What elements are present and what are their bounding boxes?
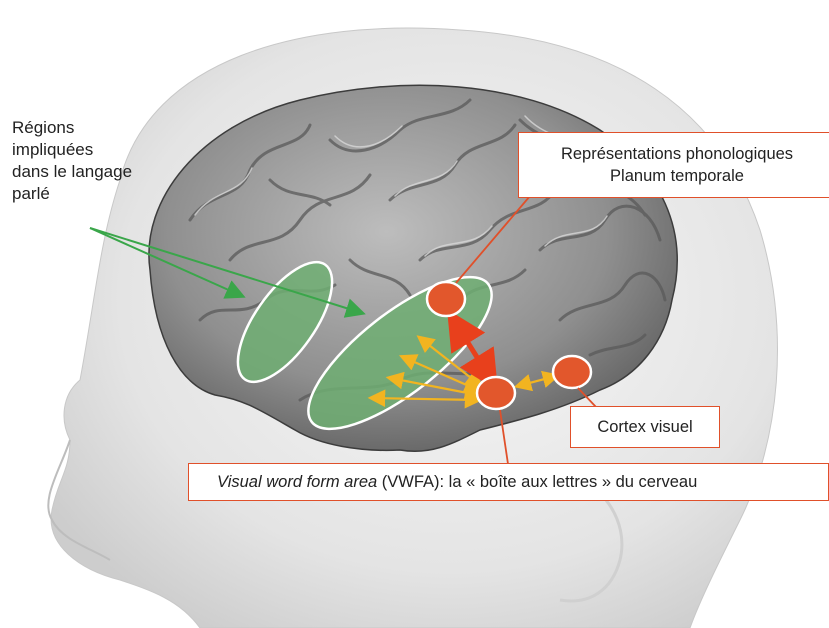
phono-label-line2: Planum temporale <box>519 165 829 187</box>
regions-label-line4: parlé <box>12 183 162 205</box>
regions-label-line1: Régions <box>12 117 162 139</box>
vwfa-italic-label: Visual word form area <box>217 473 377 491</box>
phono-label-line1: Représentations phonologiques <box>519 143 829 165</box>
vwfa-rest-label: (VWFA): la « boîte aux lettres » du cerv… <box>377 473 697 491</box>
regions-label-line3: dans le langage <box>12 161 162 183</box>
visual-cortex-node <box>553 356 591 388</box>
regions-label-line2: impliquées <box>12 139 162 161</box>
vwfa-node <box>477 377 515 409</box>
spoken-language-label: Régions impliquées dans le langage parlé <box>12 117 162 205</box>
phonological-representations-box: Représentations phonologiques Planum tem… <box>518 132 829 198</box>
visual-cortex-box: Cortex visuel <box>570 406 720 448</box>
vwfa-box: Visual word form area (VWFA): la « boîte… <box>188 463 829 501</box>
visual-cortex-label: Cortex visuel <box>597 418 692 436</box>
planum-temporale-node <box>427 282 465 316</box>
